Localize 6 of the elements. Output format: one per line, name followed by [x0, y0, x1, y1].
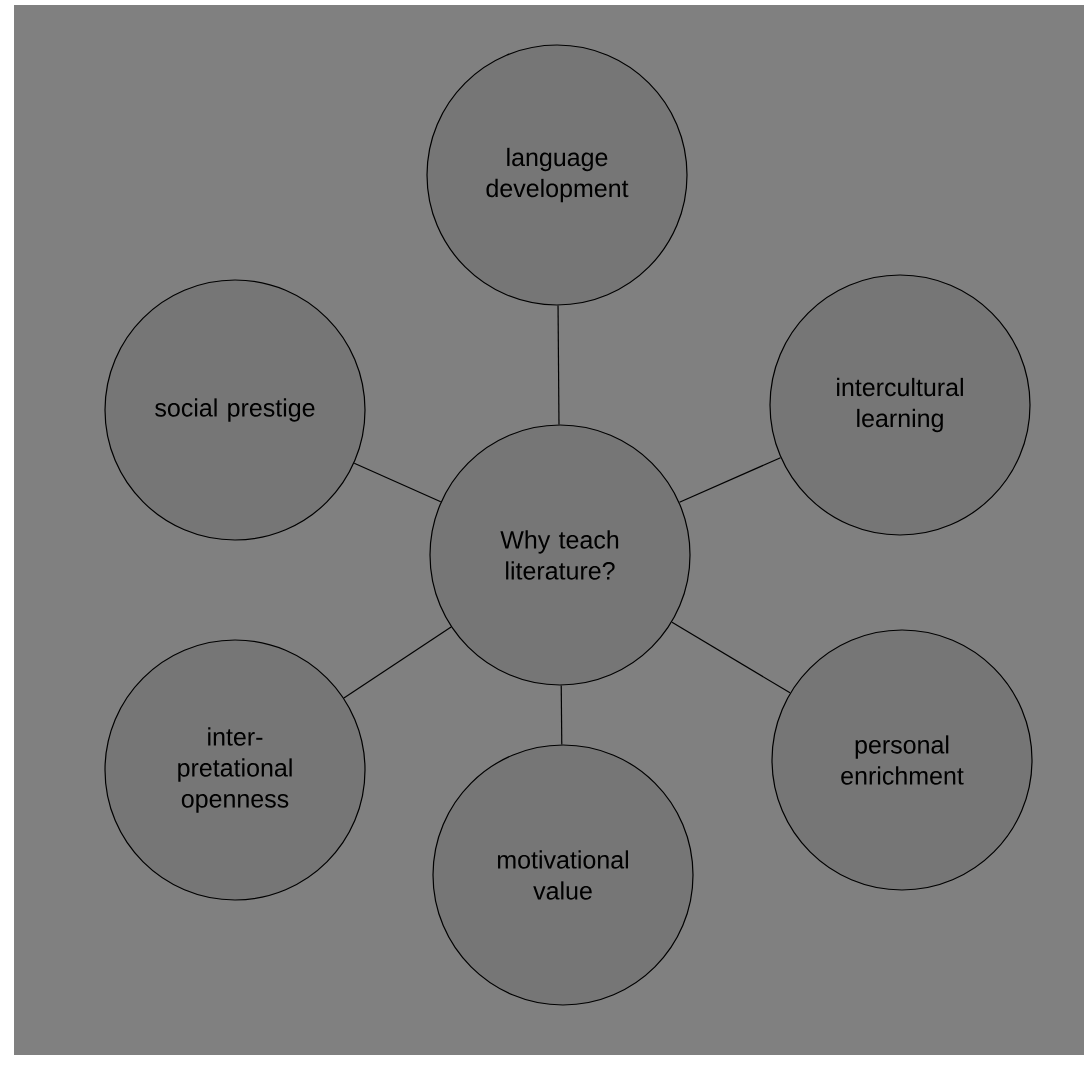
connector-line: [353, 462, 442, 503]
connector-line: [560, 685, 563, 745]
connector-line: [343, 626, 452, 699]
connector-line: [678, 457, 782, 503]
connector-line: [671, 621, 791, 694]
connector-line: [557, 305, 560, 425]
